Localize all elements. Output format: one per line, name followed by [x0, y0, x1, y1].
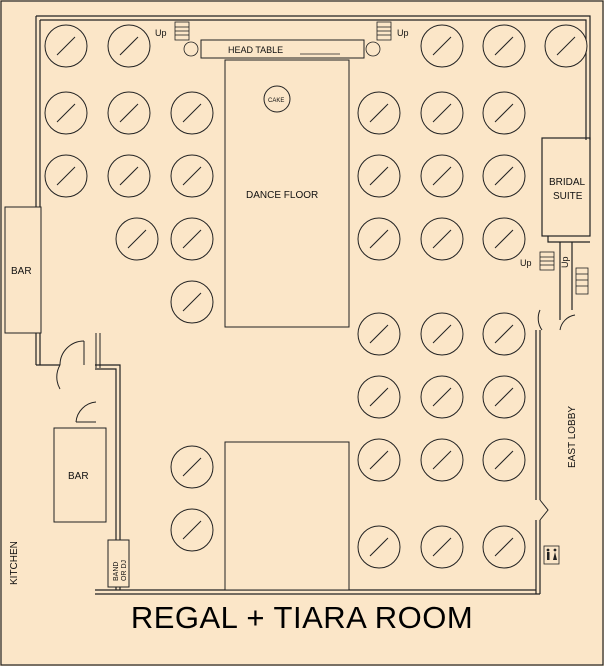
- dj-label: OR DJ: [121, 560, 128, 581]
- table-icon: [170, 154, 214, 198]
- stairs-up-label-2: Up: [397, 28, 409, 38]
- table-icon: [107, 91, 151, 135]
- stairs-up-label-1: Up: [155, 28, 167, 38]
- restroom-icon: [543, 545, 560, 565]
- table-icon: [420, 375, 464, 419]
- lower-floor-area: [224, 441, 350, 591]
- head-table-label: HEAD TABLE: [228, 45, 283, 55]
- tables: [44, 24, 588, 569]
- table-icon: [357, 375, 401, 419]
- table-icon: [357, 217, 401, 261]
- table-icon: [482, 91, 526, 135]
- table-icon: [482, 217, 526, 261]
- table-icon: [482, 154, 526, 198]
- head-table: HEAD TABLE: [183, 39, 381, 59]
- band-dj-area: BAND OR DJ: [107, 539, 130, 588]
- table-icon: [44, 91, 88, 135]
- bar-left: BAR: [4, 206, 42, 334]
- table-icon: [420, 438, 464, 482]
- stairs-up-label-3: Up: [520, 258, 532, 268]
- table-icon: [544, 24, 588, 68]
- table-icon: [420, 217, 464, 261]
- kitchen-label: KITCHEN: [9, 541, 20, 585]
- table-icon: [420, 312, 464, 356]
- table-icon: [170, 508, 214, 552]
- dance-floor: DANCE FLOOR CAKE: [224, 59, 350, 328]
- table-icon: [357, 312, 401, 356]
- table-icon: [357, 525, 401, 569]
- table-icon: [482, 24, 526, 68]
- page-title: REGAL + TIARA ROOM: [130, 600, 474, 635]
- table-icon: [107, 154, 151, 198]
- table-icon: [420, 525, 464, 569]
- table-icon: [482, 525, 526, 569]
- cake-label: CAKE: [268, 98, 284, 104]
- table-icon: [170, 280, 214, 324]
- bridal-suite-label-line1: BRIDAL: [549, 177, 586, 188]
- door-swing-icon: [56, 309, 576, 521]
- table-icon: [107, 24, 151, 68]
- table-icon: [357, 91, 401, 135]
- table-icon: [357, 438, 401, 482]
- table-icon: [482, 438, 526, 482]
- table-icon: [44, 24, 88, 68]
- bridal-suite-label-line2: SUITE: [553, 191, 583, 202]
- table-icon: [482, 312, 526, 356]
- band-label: BAND: [113, 562, 120, 581]
- table-icon: [44, 154, 88, 198]
- table-icon: [420, 24, 464, 68]
- table-icon: [357, 154, 401, 198]
- dance-floor-label: DANCE FLOOR: [246, 190, 318, 201]
- table-icon: [420, 154, 464, 198]
- bar-lower: BAR: [53, 427, 107, 523]
- table-icon: [170, 445, 214, 489]
- bar-lower-label: BAR: [68, 471, 89, 482]
- bar-left-label: BAR: [11, 266, 32, 277]
- stairs-up-label-4: Up: [560, 256, 570, 268]
- stairs-icon: [174, 21, 589, 295]
- table-icon: [482, 375, 526, 419]
- table-icon: [420, 91, 464, 135]
- table-icon: [170, 91, 214, 135]
- table-icon: [170, 217, 214, 261]
- table-icon: [115, 217, 159, 261]
- east-lobby-label: EAST LOBBY: [567, 406, 578, 468]
